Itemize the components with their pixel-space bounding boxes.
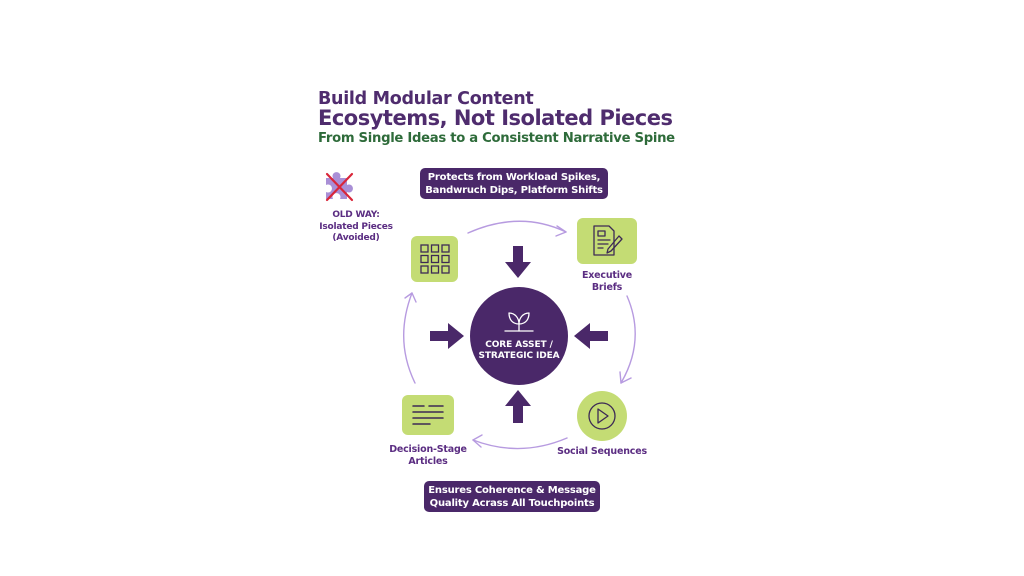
text-lines-icon [412,405,444,425]
old-way-line-3: (Avoided) [332,233,380,243]
node-executive-briefs [577,218,637,264]
top-banner-line-1: Protects from Workload Spikes, [427,171,601,183]
subtitle: From Single Ideas to a Consistent Narrat… [318,131,675,146]
decision-stage-articles-label: Decision-Stage Articles [382,444,474,468]
old-way-line-2: Isolated Pieces [319,221,393,232]
executive-briefs-label: Executive Briefs [567,270,647,294]
title-line-1: Build Modular Content [318,89,534,109]
core-label-line-1: CORE ASSET / [485,339,553,350]
node-social-sequences [577,391,627,441]
arrow-up-icon [505,390,531,423]
cycle-arrow-right-head [619,371,632,384]
decision-stage-articles-line-2: Articles [408,456,448,467]
cycle-arrow-left [403,292,416,384]
cycle-arrow-bottom-head [472,434,483,448]
core-label-line-2: STRATEGIC IDEA [478,351,560,361]
play-icon [588,402,616,430]
core-label: CORE ASSET / STRATEGIC IDEA [478,340,559,363]
top-banner: Protects from Workload Spikes, Bandwruch… [420,168,608,199]
bottom-banner: Ensures Coherence & Message Quality Acra… [424,481,600,512]
bottom-banner-line-1: Ensures Coherence & Message [428,484,596,496]
arrow-down-icon [505,246,531,278]
social-sequences-label: Social Sequences [557,446,647,457]
old-way-label: OLD WAY: Isolated Pieces (Avoided) [316,210,396,245]
top-banner-line-2: Bandwruch Dips, Platform Shifts [425,184,603,196]
executive-briefs-line-2: Briefs [591,282,623,293]
core-asset-circle: CORE ASSET / STRATEGIC IDEA [470,287,568,385]
cycle-arrow-right [620,295,636,384]
crossed-out-puzzle-piece-icon [320,168,358,204]
document-pen-icon [593,225,623,256]
cycle-arrow-bottom [472,437,568,450]
cycle-arrow-top [467,220,567,234]
executive-briefs-line-1: Executive [581,270,633,281]
node-modular-grid [411,236,458,282]
cycle-arrow-left-head [404,292,417,303]
sprout-icon [504,311,534,332]
old-way-line-1: OLD WAY: [332,210,380,220]
decision-stage-articles-line-1: Decision-Stage [389,444,467,455]
cycle-arrow-top-head [555,225,567,237]
grid-icon [419,244,450,274]
bottom-banner-line-2: Quality Acrass All Touchpoints [429,497,595,509]
node-decision-stage-articles [402,395,454,435]
arrow-right-icon [430,323,464,349]
arrow-left-icon [574,323,608,349]
title-line-2: Ecosytems, Not Isolated Pieces [318,106,673,130]
